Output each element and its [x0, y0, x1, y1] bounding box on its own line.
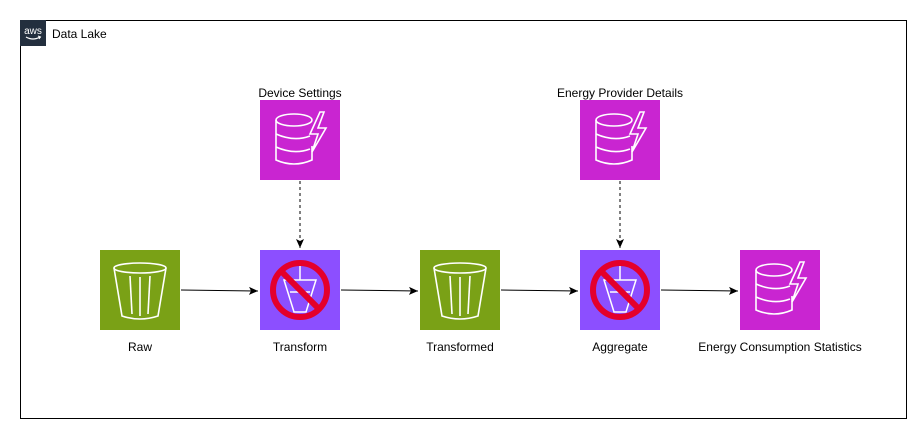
- aws-icon: aws: [20, 20, 46, 46]
- transform-label: Transform: [272, 340, 328, 354]
- glue-job-disabled-icon: [580, 250, 660, 330]
- trash-bucket-icon: [100, 250, 180, 330]
- data-lake-frame: [20, 20, 907, 419]
- raw-bucket-node[interactable]: [100, 250, 180, 330]
- edge-transform-transformed: [340, 286, 419, 295]
- raw-label: Raw: [127, 340, 152, 354]
- transformed-bucket-node[interactable]: [420, 250, 500, 330]
- transformed-label: Transformed: [426, 340, 494, 354]
- energy-provider-node[interactable]: [580, 100, 660, 180]
- dynamodb-icon: [260, 100, 340, 180]
- edge-transformed-aggregate: [500, 286, 579, 295]
- energy-consumption-node[interactable]: [740, 250, 820, 330]
- energy-consumption-label: Energy Consumption Statistics: [698, 340, 862, 354]
- edge-raw-transform: [180, 286, 259, 295]
- device-settings-node[interactable]: [260, 100, 340, 180]
- aggregate-node[interactable]: [580, 250, 660, 330]
- frame-title: Data Lake: [52, 27, 107, 41]
- glue-job-disabled-icon: [260, 250, 340, 330]
- transform-node[interactable]: [260, 250, 340, 330]
- trash-bucket-icon: [420, 250, 500, 330]
- svg-text:aws: aws: [24, 26, 42, 37]
- edge-aggregate-energy-consumption: [660, 286, 739, 295]
- aggregate-label: Aggregate: [592, 340, 648, 354]
- energy-provider-label: Energy Provider Details: [556, 86, 684, 100]
- dynamodb-icon: [740, 250, 820, 330]
- dynamodb-icon: [580, 100, 660, 180]
- device-settings-label: Device Settings: [258, 86, 342, 100]
